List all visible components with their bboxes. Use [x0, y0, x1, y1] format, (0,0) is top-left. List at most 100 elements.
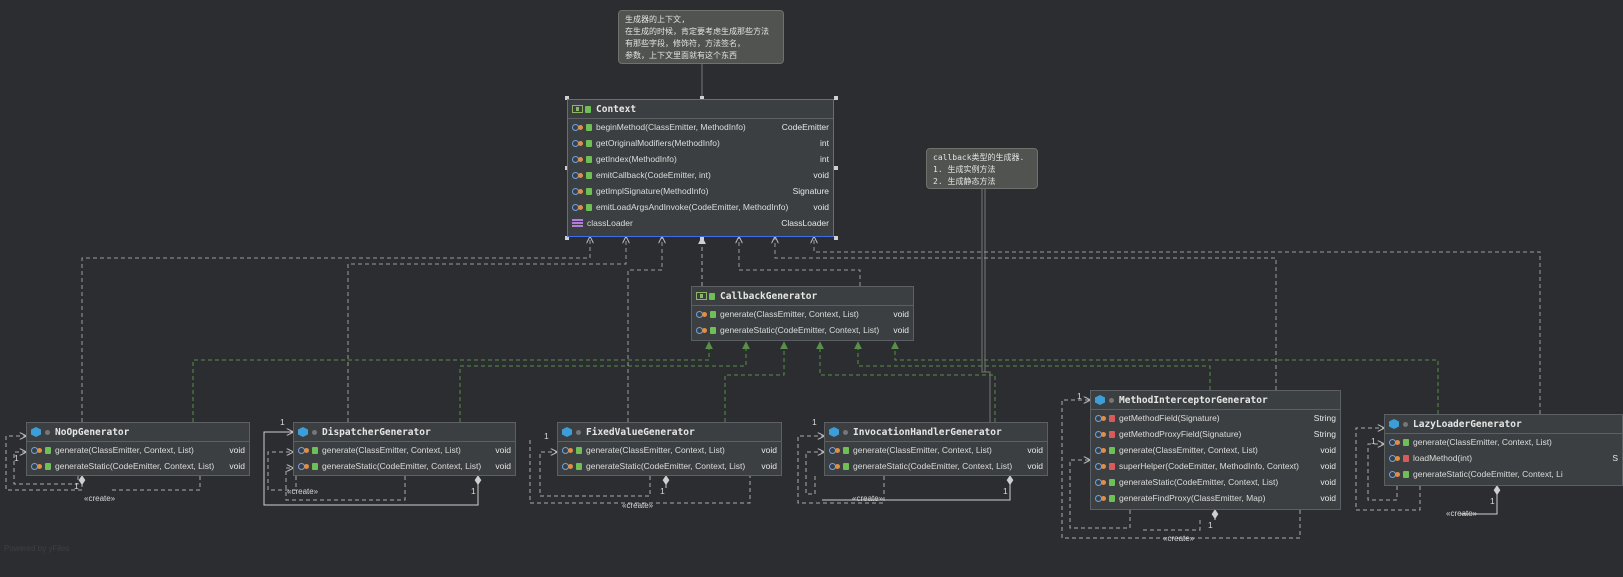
member-row[interactable]: generateStatic(CodeEmitter, Context, Li [1385, 466, 1622, 482]
selection-handle[interactable] [834, 96, 838, 100]
member-signature: generate(ClassEmitter, Context, List) [720, 309, 859, 319]
member-signature: generate(ClassEmitter, Context, List) [55, 445, 194, 455]
method-icon [31, 446, 43, 455]
class-header[interactable]: CallbackGenerator [692, 287, 913, 306]
multiplicity-label: 1 [660, 486, 665, 496]
class-name: Context [596, 103, 637, 115]
member-return-type: void [229, 461, 245, 471]
member-row[interactable]: generateStatic(CodeEmitter, Context, Lis… [692, 322, 913, 338]
public-lock-icon [586, 203, 592, 211]
selection-handle[interactable] [700, 236, 704, 240]
member-signature: generateFindProxy(ClassEmitter, Map) [1119, 493, 1266, 503]
class-header[interactable]: FixedValueGenerator [558, 423, 781, 442]
selection-handle[interactable] [565, 96, 569, 100]
multiplicity-label: 1 [1003, 486, 1008, 496]
class-header[interactable]: LazyLoaderGenerator [1385, 415, 1622, 434]
public-lock-icon [843, 446, 849, 454]
class-lazyloader-generator[interactable]: LazyLoaderGenerator generate(ClassEmitter… [1384, 414, 1623, 486]
member-signature: loadMethod(int) [1413, 453, 1473, 463]
multiplicity-label: 1 [1490, 496, 1495, 506]
member-row[interactable]: generate(ClassEmitter, Context, List)voi… [692, 306, 913, 322]
member-row[interactable]: generateStatic(CodeEmitter, Context, Lis… [294, 458, 515, 474]
member-row[interactable]: getMethodField(Signature)String [1091, 410, 1340, 426]
member-row[interactable]: getImplSignature(MethodInfo)Signature [568, 183, 833, 199]
method-icon [562, 462, 574, 471]
member-row[interactable]: beginMethod(ClassEmitter, MethodInfo) Cod… [568, 119, 833, 135]
method-icon [31, 462, 43, 471]
member-signature: classLoader [587, 218, 633, 228]
member-row[interactable]: generateStatic(CodeEmitter, Context, Lis… [825, 458, 1047, 474]
multiplicity-label: 1 [14, 453, 19, 463]
class-header[interactable]: NoOpGenerator [27, 423, 249, 442]
note-line: 生成器的上下文, [625, 15, 686, 24]
member-signature: beginMethod(ClassEmitter, MethodInfo) [596, 122, 746, 132]
member-row[interactable]: getOriginalModifiers(MethodInfo)int [568, 135, 833, 151]
member-row[interactable]: generateStatic(CodeEmitter, Context, Lis… [27, 458, 249, 474]
selection-handle[interactable] [565, 236, 569, 240]
note-line: 1. 生成实例方法 [933, 165, 996, 174]
public-lock-icon [576, 462, 582, 470]
selection-handle[interactable] [700, 96, 704, 100]
private-lock-icon [1109, 414, 1115, 422]
member-row[interactable]: getIndex(MethodInfo)int [568, 151, 833, 167]
member-signature: generate(ClassEmitter, Context, List) [322, 445, 461, 455]
member-return-type: Signature [792, 186, 829, 196]
class-header[interactable]: MethodInterceptorGenerator [1091, 391, 1340, 410]
method-icon [298, 446, 310, 455]
public-lock-icon [45, 462, 51, 470]
selection-handle[interactable] [834, 166, 838, 170]
class-header[interactable]: DispatcherGenerator [294, 423, 515, 442]
member-signature: generateStatic(CodeEmitter, Context, Lis… [55, 461, 215, 471]
note-line: 参数，上下文里面就有这个东西 [625, 51, 737, 60]
multiplicity-label: 1 [1371, 436, 1376, 446]
class-header[interactable]: Context [568, 100, 833, 119]
public-lock-icon [45, 446, 51, 454]
member-signature: superHelper(CodeEmitter, MethodInfo, Con… [1119, 461, 1300, 471]
create-label: «create» [1446, 509, 1478, 518]
class-fixedvalue-generator[interactable]: FixedValueGenerator generate(ClassEmitter… [557, 422, 782, 476]
member-signature: generate(ClassEmitter, Context, List) [853, 445, 992, 455]
method-icon [572, 171, 584, 180]
member-signature: generate(ClassEmitter, Context, List) [1119, 445, 1258, 455]
member-row[interactable]: generate(ClassEmitter, Context, List)voi… [558, 442, 781, 458]
public-lock-icon [586, 155, 592, 163]
member-row[interactable]: generate(ClassEmitter, Context, List)voi… [27, 442, 249, 458]
member-row[interactable]: emitCallback(CodeEmitter, int)void [568, 167, 833, 183]
member-return-type: void [813, 202, 829, 212]
class-header[interactable]: InvocationHandlerGenerator [825, 423, 1047, 442]
multiplicity-label: 1 [471, 486, 476, 496]
method-icon [829, 462, 841, 471]
method-icon [1389, 454, 1401, 463]
create-label: «create» [1163, 534, 1195, 543]
member-row[interactable]: getMethodProxyField(Signature)String [1091, 426, 1340, 442]
class-name: FixedValueGenerator [586, 426, 695, 438]
member-row[interactable]: generate(ClassEmitter, Context, List)voi… [825, 442, 1047, 458]
member-signature: emitCallback(CodeEmitter, int) [596, 170, 711, 180]
visibility-dot-icon [312, 429, 317, 435]
member-row[interactable]: generateStatic(CodeEmitter, Context, Lis… [1091, 474, 1340, 490]
create-label: «create» [84, 494, 116, 503]
member-row[interactable]: emitLoadArgsAndInvoke(CodeEmitter, Metho… [568, 199, 833, 215]
lock-icon [585, 105, 591, 113]
member-row[interactable]: generateStatic(CodeEmitter, Context, Lis… [558, 458, 781, 474]
visibility-dot-icon [576, 429, 581, 435]
member-row[interactable]: loadMethod(int)S [1385, 450, 1622, 466]
member-row[interactable]: generate(ClassEmitter, Context, List)voi… [1091, 442, 1340, 458]
private-lock-icon [1109, 462, 1115, 470]
selection-handle[interactable] [834, 236, 838, 240]
member-return-type: CodeEmitter [781, 122, 829, 132]
class-icon [562, 427, 572, 437]
member-row[interactable]: generate(ClassEmitter, Context, List)voi… [294, 442, 515, 458]
public-lock-icon [1403, 438, 1409, 446]
member-row[interactable]: superHelper(CodeEmitter, MethodInfo, Con… [1091, 458, 1340, 474]
member-signature: generate(ClassEmitter, Context, List) [1413, 437, 1552, 447]
member-row[interactable]: generate(ClassEmitter, Context, List) [1385, 434, 1622, 450]
class-context[interactable]: Context beginMethod(ClassEmitter, MethodI… [567, 99, 834, 237]
member-row[interactable]: generateFindProxy(ClassEmitter, Map)void [1091, 490, 1340, 506]
